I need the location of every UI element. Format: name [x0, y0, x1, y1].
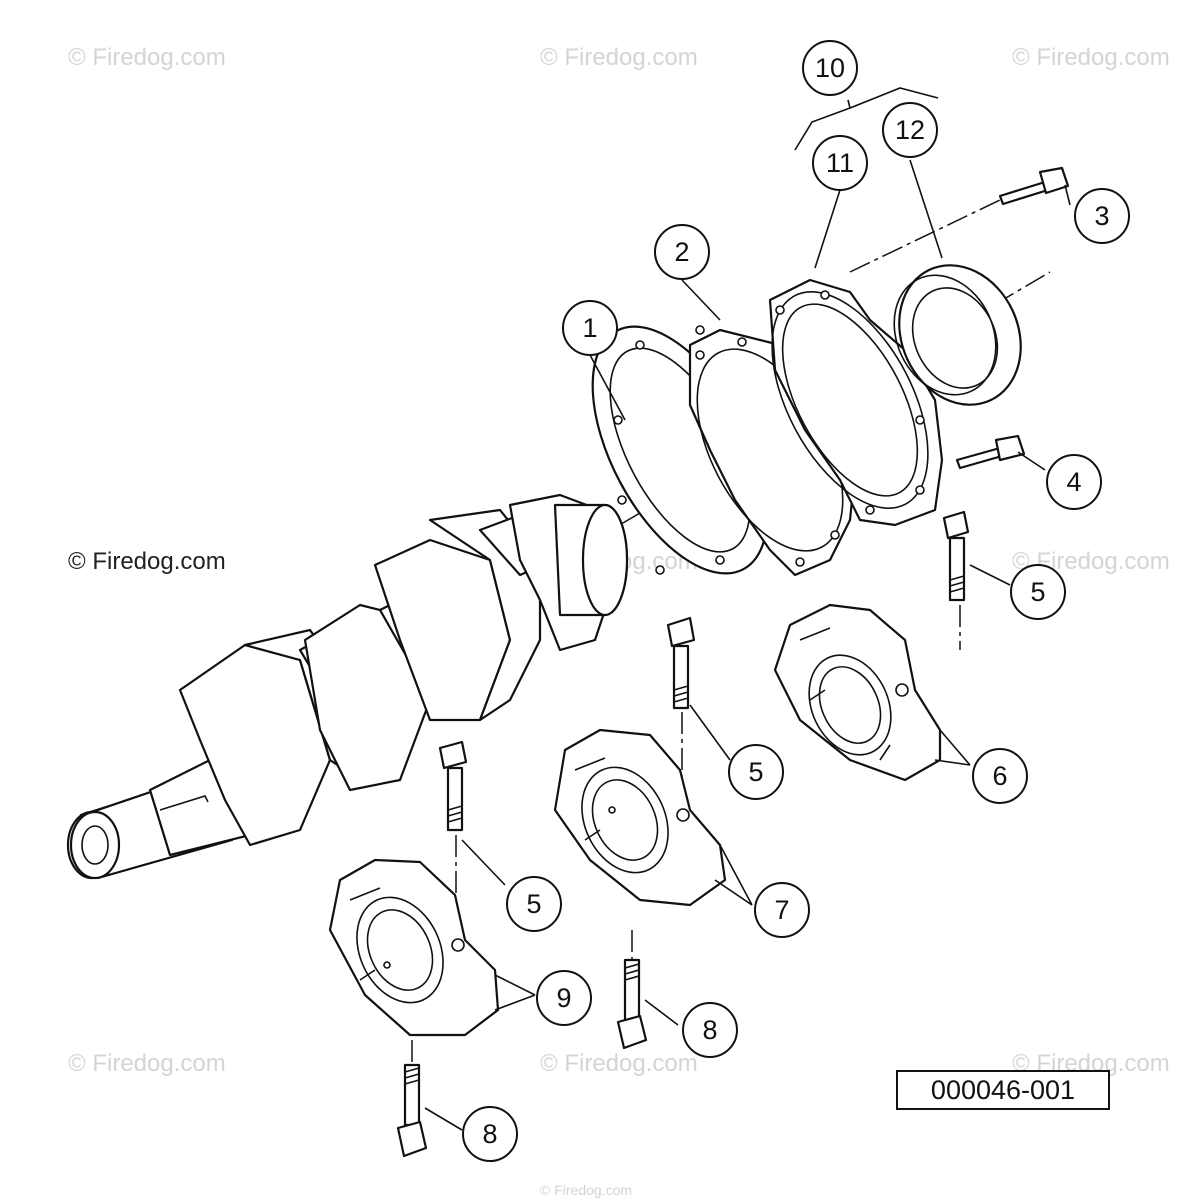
watermark: © Firedog.com — [540, 1050, 698, 1077]
callout-4: 4 — [1046, 454, 1102, 510]
watermark: © Firedog.com — [68, 44, 226, 71]
bearing-cap-6 — [773, 603, 942, 782]
bolt-4 — [955, 434, 1026, 470]
watermark: © Firedog.com — [540, 44, 698, 71]
callout-8-left: 8 — [462, 1106, 518, 1162]
watermark: © Firedog.com — [68, 1050, 226, 1077]
bolt-5-left — [438, 740, 468, 940]
callout-7: 7 — [754, 882, 810, 938]
bolt-3 — [849, 166, 1070, 273]
figure-id-box: 000046-001 — [896, 1070, 1110, 1110]
bolt-5-middle — [666, 616, 696, 810]
bolt-5-right — [942, 510, 970, 650]
bearing-cap-9 — [328, 858, 500, 1037]
callout-11: 11 — [812, 135, 868, 191]
bolt-8-left — [396, 1040, 428, 1158]
callout-6: 6 — [972, 748, 1028, 804]
leader-lines — [424, 87, 1071, 1131]
callout-10: 10 — [802, 40, 858, 96]
seal-housing — [768, 278, 944, 527]
copyright-text: © Firedog.com — [68, 548, 226, 575]
callout-5-right: 5 — [1010, 564, 1066, 620]
watermark: © Firedog.com — [1012, 44, 1170, 71]
callout-5-middle: 5 — [728, 744, 784, 800]
callout-8-middle: 8 — [682, 1002, 738, 1058]
watermark: © Firedog.com — [540, 1182, 633, 1198]
callout-3: 3 — [1074, 188, 1130, 244]
bearing-cap-7 — [553, 728, 727, 907]
bolt-8-middle — [616, 930, 648, 1050]
callout-12: 12 — [882, 102, 938, 158]
crankshaft — [66, 493, 629, 880]
oil-seal — [893, 264, 1022, 406]
callout-1: 1 — [562, 300, 618, 356]
callout-9: 9 — [536, 970, 592, 1026]
callout-2: 2 — [654, 224, 710, 280]
callout-5-left: 5 — [506, 876, 562, 932]
